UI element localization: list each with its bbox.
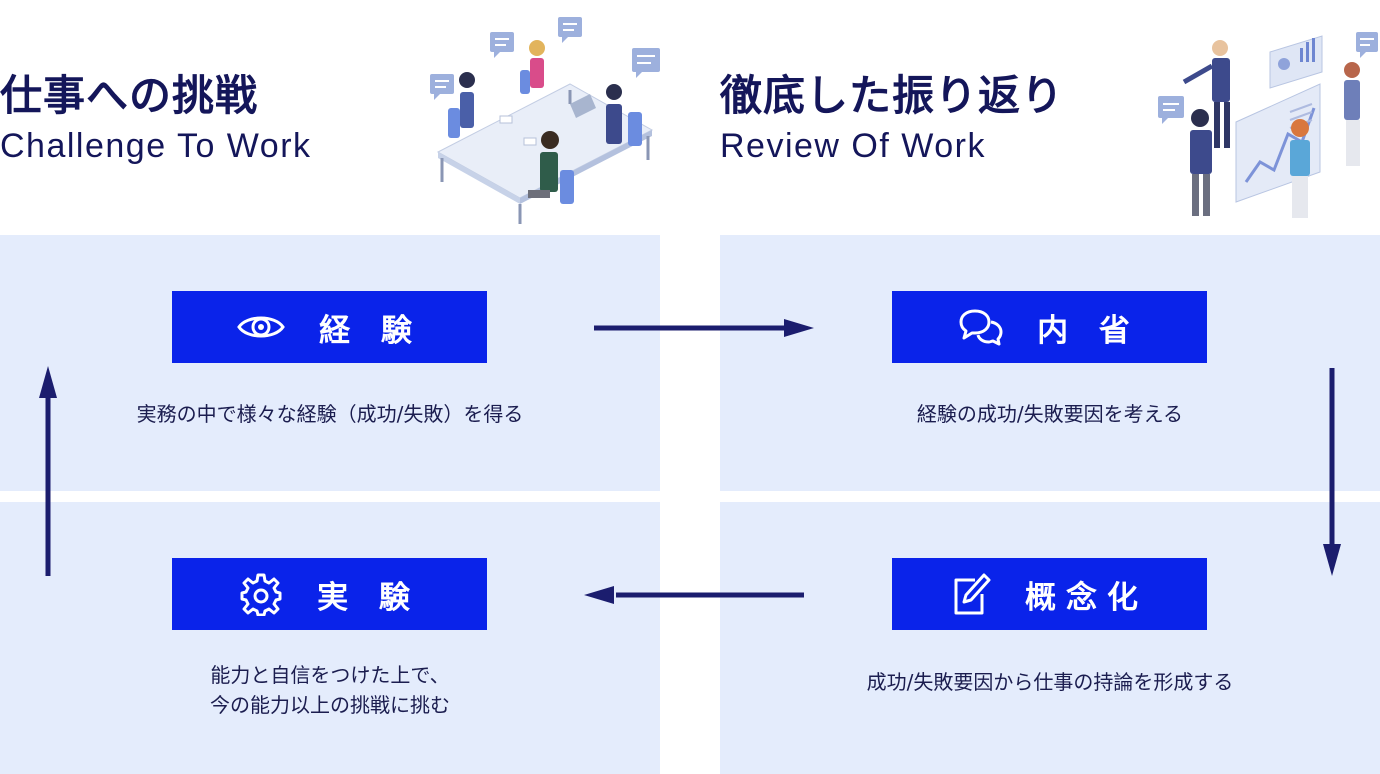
experience-description: 実務の中で様々な経験（成功/失敗）を得る	[136, 402, 524, 426]
arrow-left	[584, 586, 804, 604]
eye-icon	[237, 311, 285, 343]
step-conceptualization-label: 概念化	[1025, 579, 1148, 616]
step-experiment: 実 験	[172, 558, 487, 630]
step-experience: 経 験	[172, 291, 487, 363]
review-title-jp: 徹底した振り返り	[720, 71, 1065, 120]
review-title-en: Review Of Work	[720, 127, 986, 165]
conceptualization-description: 成功/失敗要因から仕事の持論を形成する	[866, 670, 1234, 694]
step-conceptualization: 概念化	[892, 558, 1207, 630]
reflection-description: 経験の成功/失敗要因を考える	[916, 402, 1184, 426]
challenge-title-en: Challenge To Work	[0, 127, 312, 165]
pencil-edit-icon	[951, 572, 991, 616]
panel-experiment	[0, 502, 660, 774]
arrow-right	[594, 319, 814, 337]
gear-icon	[239, 572, 283, 616]
experiment-description: 能力と自信をつけた上で、 今の能力以上の挑戦に挑む	[210, 663, 450, 717]
panel-experience	[0, 235, 660, 491]
panel-reflection	[720, 235, 1380, 491]
panel-conceptualization	[720, 502, 1380, 774]
step-reflection: 内 省	[892, 291, 1207, 363]
step-experience-label: 経 験	[319, 312, 422, 349]
chat-bubbles-icon	[959, 308, 1003, 346]
presentation-illustration	[1150, 12, 1380, 227]
challenge-heading: 仕事への挑戦 Challenge To Work	[0, 70, 312, 166]
review-heading: 徹底した振り返り Review Of Work	[720, 70, 1064, 166]
arrow-up	[39, 366, 57, 576]
meeting-illustration	[420, 12, 670, 227]
challenge-title-jp: 仕事への挑戦	[0, 71, 259, 120]
step-reflection-label: 内 省	[1037, 312, 1140, 349]
arrow-down	[1323, 368, 1341, 576]
step-experiment-label: 実 験	[317, 579, 420, 616]
